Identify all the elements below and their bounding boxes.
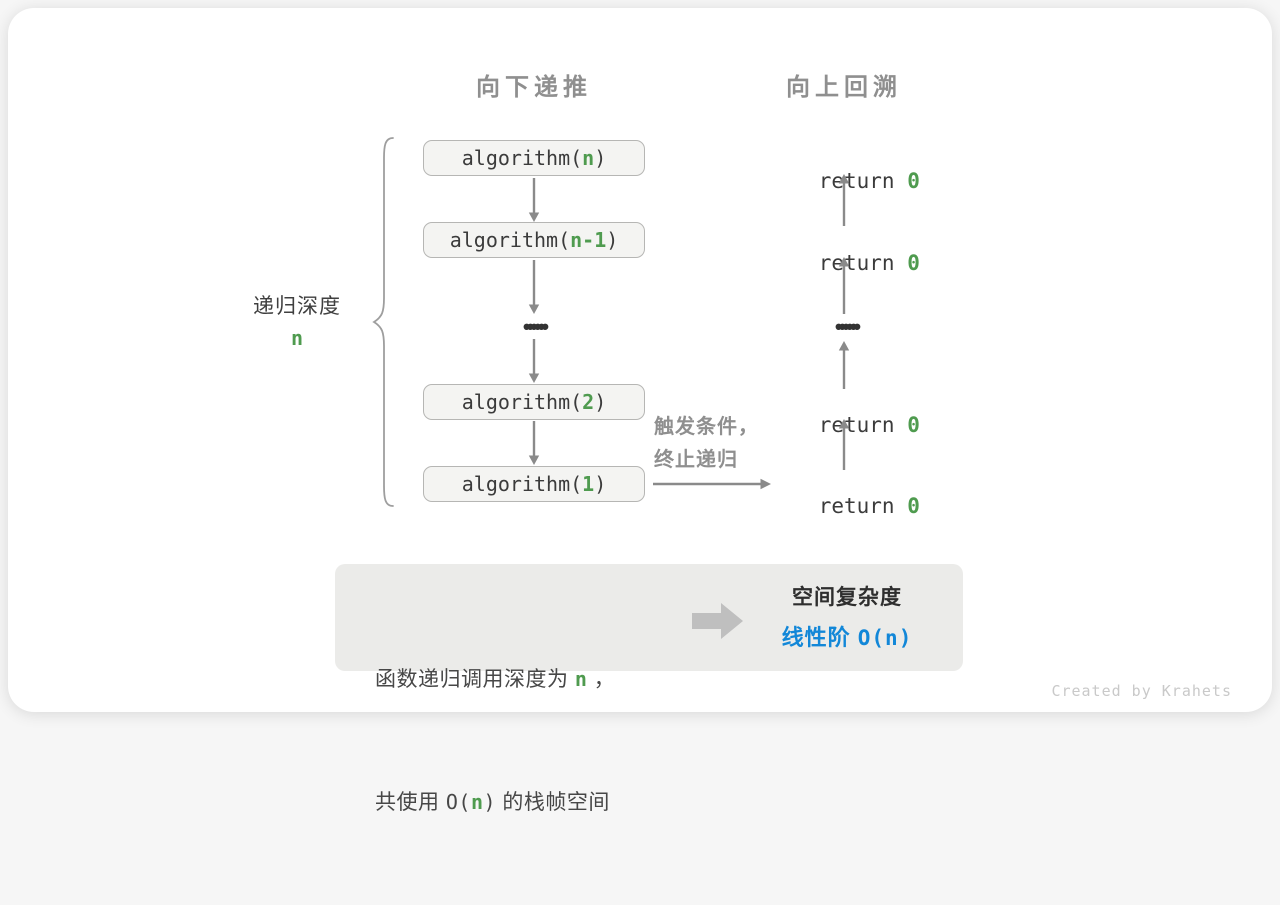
return-value: 0 bbox=[907, 251, 920, 275]
call-text: ) bbox=[594, 390, 607, 414]
summary-text: ， bbox=[587, 668, 616, 691]
summary-var: n bbox=[470, 790, 484, 814]
summary-statement: 函数递归调用深度为 n ， 共使用 O(n) 的栈帧空间 bbox=[375, 577, 615, 905]
trigger-note-line1: 触发条件， bbox=[654, 416, 759, 438]
conclusion-text: 线性阶 bbox=[781, 625, 858, 650]
return-line: return 0 bbox=[739, 227, 949, 299]
header-downward-recursion: 向下递推 bbox=[476, 74, 592, 101]
ellipsis-left: •••••• bbox=[522, 314, 549, 339]
arrow-down-icon bbox=[528, 260, 540, 314]
conclusion-value: 线性阶 O(n) bbox=[718, 620, 976, 652]
call-text: ) bbox=[594, 472, 607, 496]
call-text: algorithm( bbox=[461, 146, 583, 170]
return-text: return bbox=[818, 413, 908, 437]
arrow-down-icon bbox=[528, 421, 540, 465]
trigger-note-line2: 终止递归 bbox=[654, 449, 738, 471]
call-box-1: algorithm(1) bbox=[423, 466, 645, 502]
arrow-down-icon bbox=[528, 178, 540, 222]
call-arg: 2 bbox=[582, 390, 595, 414]
summary-line1: 函数递归调用深度为 n ， bbox=[375, 659, 615, 700]
call-text: algorithm( bbox=[461, 472, 583, 496]
call-arg: n bbox=[582, 146, 595, 170]
call-box-2: algorithm(2) bbox=[423, 384, 645, 420]
diagram-card: 向下递推 向上回溯 递归深度 n algorithm(n) algorithm(… bbox=[8, 8, 1272, 814]
return-text: return bbox=[818, 494, 908, 518]
arrow-down-icon bbox=[528, 339, 540, 383]
arrow-right-icon bbox=[653, 478, 771, 490]
return-text: return bbox=[818, 169, 908, 193]
conclusion-title: 空间复杂度 bbox=[792, 586, 902, 609]
return-line: return 0 bbox=[739, 470, 949, 542]
depth-brace-icon bbox=[372, 137, 394, 507]
summary-line2: 共使用 O(n) 的栈帧空间 bbox=[375, 782, 615, 823]
return-value: 0 bbox=[907, 413, 920, 437]
conclusion-complexity: O(n) bbox=[857, 626, 913, 650]
trigger-note: 触发条件， 终止递归 bbox=[654, 411, 759, 477]
arrow-up-icon bbox=[838, 174, 850, 226]
call-arg: n-1 bbox=[570, 228, 607, 252]
return-text: return bbox=[818, 251, 908, 275]
ellipsis-right: •••••• bbox=[834, 314, 861, 339]
return-value: 0 bbox=[907, 494, 920, 518]
call-text: algorithm( bbox=[461, 390, 583, 414]
summary-conclusion: 空间复杂度 线性阶 O(n) bbox=[718, 581, 976, 652]
call-text: ) bbox=[594, 146, 607, 170]
call-text: algorithm( bbox=[449, 228, 571, 252]
call-arg: 1 bbox=[582, 472, 595, 496]
call-box-n: algorithm(n) bbox=[423, 140, 645, 176]
recursion-depth-label: 递归深度 bbox=[253, 295, 341, 318]
summary-text: 共使用 bbox=[375, 791, 446, 814]
arrow-up-icon bbox=[838, 257, 850, 314]
return-value: 0 bbox=[907, 169, 920, 193]
header-upward-backtracking: 向上回溯 bbox=[786, 74, 902, 101]
recursion-depth-value: n bbox=[290, 326, 304, 350]
summary-code: ) bbox=[483, 790, 497, 814]
return-line: return 0 bbox=[739, 389, 949, 461]
summary-panel: 函数递归调用深度为 n ， 共使用 O(n) 的栈帧空间 空间复杂度 线性阶 O… bbox=[335, 564, 963, 814]
watermark: Created by Krahets bbox=[1051, 682, 1232, 700]
summary-text: 函数递归调用深度为 bbox=[375, 668, 575, 691]
summary-code: O( bbox=[445, 790, 471, 814]
arrow-up-icon bbox=[838, 341, 850, 389]
block-arrow-right-icon bbox=[692, 603, 743, 639]
call-text: ) bbox=[606, 228, 619, 252]
arrow-up-icon bbox=[838, 419, 850, 470]
call-box-n-1: algorithm(n-1) bbox=[423, 222, 645, 258]
summary-var: n bbox=[574, 667, 588, 691]
summary-text: 的栈帧空间 bbox=[496, 791, 610, 814]
return-line: return 0 bbox=[739, 145, 949, 217]
